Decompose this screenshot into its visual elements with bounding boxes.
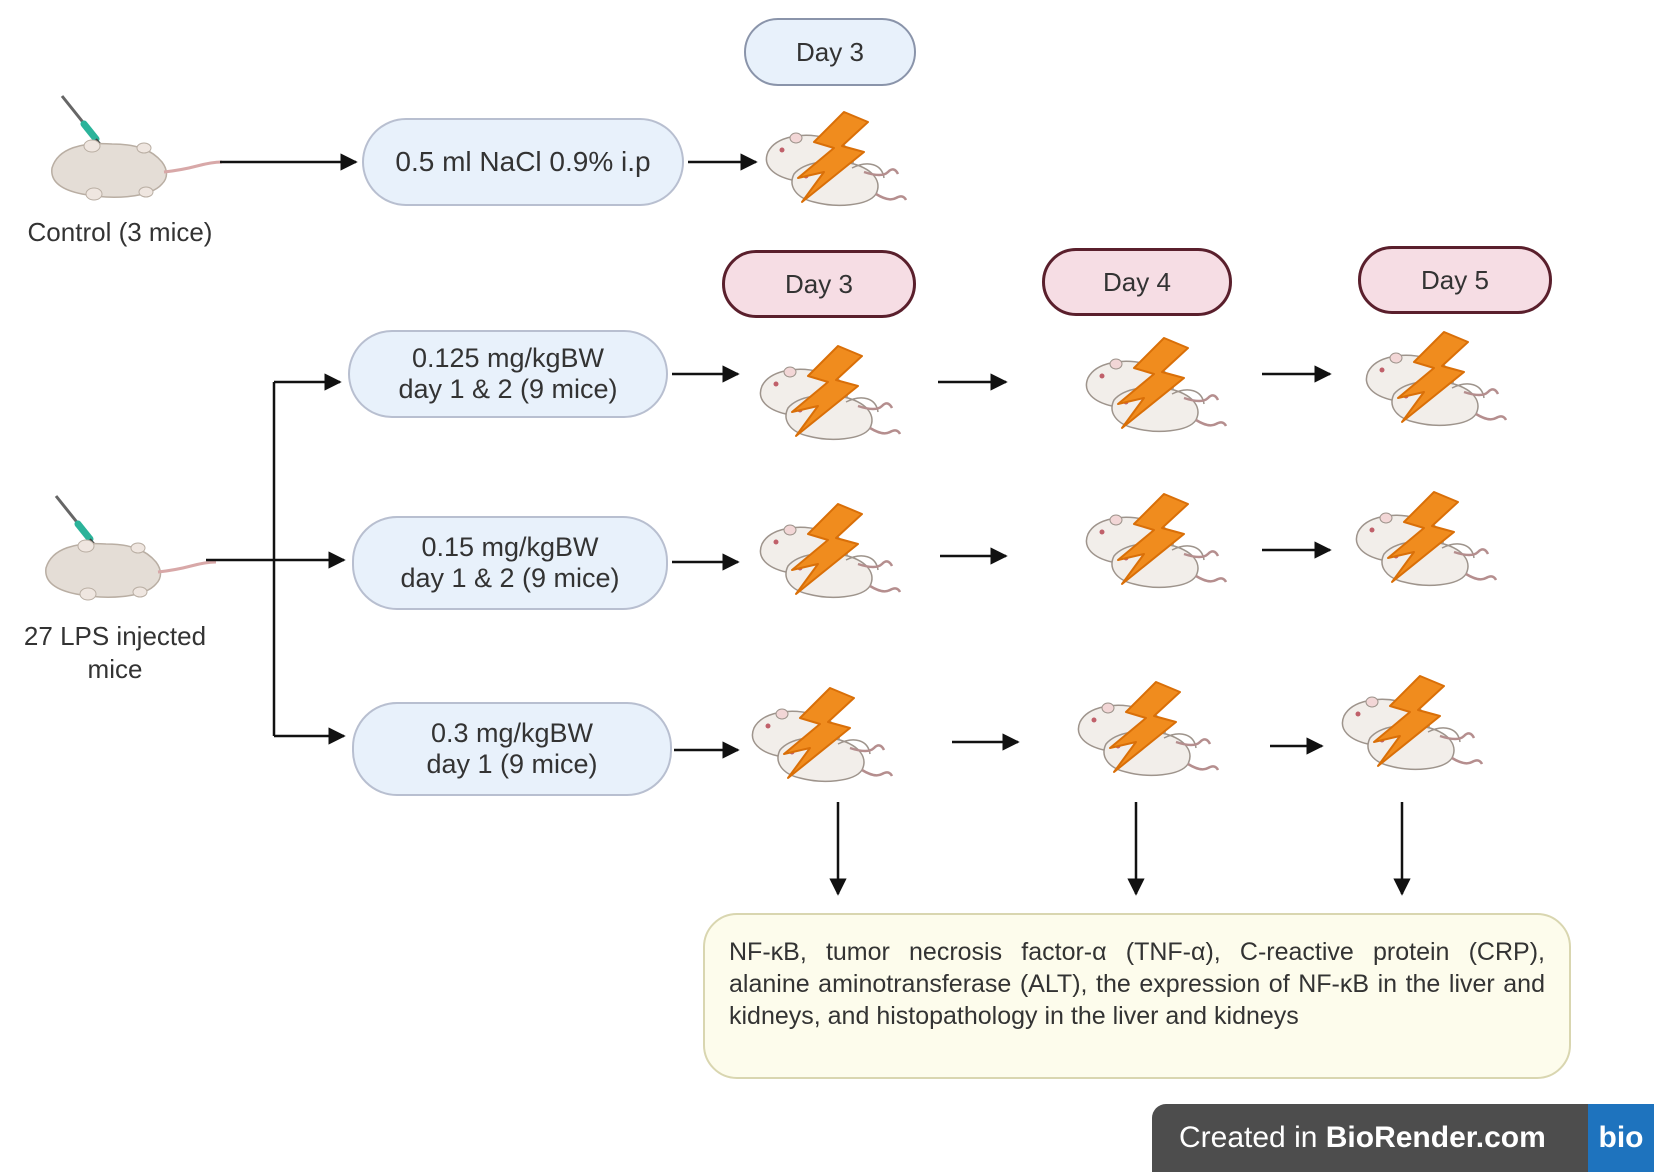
dose-box-015: 0.15 mg/kgBW day 1 & 2 (9 mice) <box>352 516 668 610</box>
lps-group-label-line1: 27 LPS injected <box>23 621 207 651</box>
dose-label: 0.15 mg/kgBW <box>421 531 599 562</box>
mice-lightning-icon <box>1085 492 1228 589</box>
day-badge-3: Day 3 <box>722 250 916 318</box>
mice-lightning-icon <box>765 110 908 207</box>
control-treatment-label: 0.5 ml NaCl 0.9% i.p <box>395 145 651 177</box>
mice-lightning-icon <box>1365 330 1508 427</box>
mice-lightning-icon <box>759 344 902 441</box>
mice-lightning-icon <box>1085 336 1228 433</box>
day-badge-4: Day 4 <box>1042 248 1232 316</box>
control-day-badge: Day 3 <box>744 18 916 86</box>
dose-schedule-label: day 1 (9 mice) <box>426 749 598 779</box>
biorender-watermark: Created in BioRender.com bio <box>1152 1104 1654 1172</box>
mice-lightning-icon <box>751 686 894 783</box>
day-badge-5: Day 5 <box>1358 246 1552 314</box>
biorender-logo-icon: bio <box>1588 1104 1654 1172</box>
outcome-measures-box: NF-κB, tumor necrosis factor-α (TNF-α), … <box>703 913 1571 1079</box>
dose-box-0125: 0.125 mg/kgBW day 1 & 2 (9 mice) <box>348 330 668 418</box>
mice-lightning-icon <box>1355 490 1498 587</box>
dose-box-03: 0.3 mg/kgBW day 1 (9 mice) <box>352 702 672 796</box>
dose-schedule-label: day 1 & 2 (9 mice) <box>400 563 620 593</box>
outcome-measures-text: NF-κB, tumor necrosis factor-α (TNF-α), … <box>729 938 1545 1030</box>
watermark-text: Created in BioRender.com <box>1152 1121 1588 1155</box>
dose-label: 0.125 mg/kgBW <box>411 342 605 373</box>
mice-lightning-icon <box>759 502 902 599</box>
watermark-prefix: Created in <box>1179 1121 1326 1154</box>
lps-group-label-line2: mice <box>87 653 143 684</box>
mouse-syringe-icon <box>52 96 222 200</box>
mice-lightning-icon <box>1341 674 1484 771</box>
dose-schedule-label: day 1 & 2 (9 mice) <box>398 374 618 404</box>
lps-group-label: 27 LPS injected mice <box>12 620 218 685</box>
watermark-brand: BioRender.com <box>1325 1121 1546 1154</box>
dose-label: 0.3 mg/kgBW <box>430 717 594 748</box>
mouse-syringe-icon <box>46 496 216 600</box>
control-treatment-box: 0.5 ml NaCl 0.9% i.p <box>362 118 684 206</box>
control-group-label: Control (3 mice) <box>27 217 213 247</box>
mice-lightning-icon <box>1077 680 1220 777</box>
